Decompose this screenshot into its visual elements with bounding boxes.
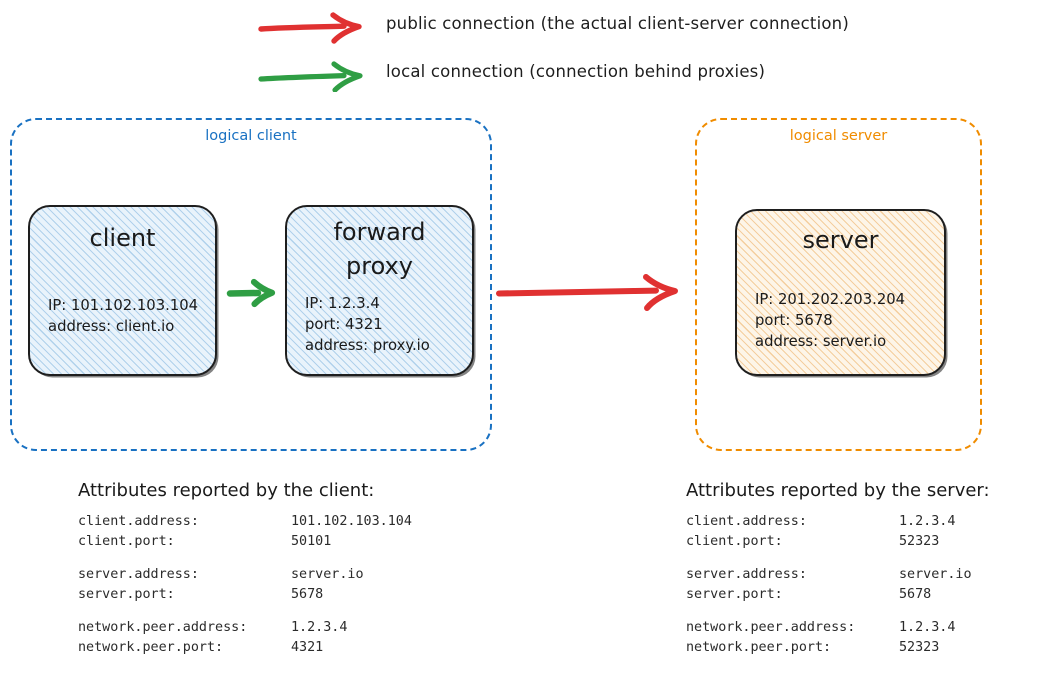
- arrow-right-icon-public-connection: [494, 272, 684, 314]
- legend-item-local-connection: local connection (connection behind prox…: [258, 56, 958, 96]
- attribute-row: client.address: 1.2.3.4: [686, 512, 1036, 532]
- attribute-group: server.address: server.io server.port: 5…: [78, 565, 498, 604]
- legend-label-local-connection: local connection (connection behind prox…: [386, 62, 766, 81]
- node-forward-proxy-properties: IP: 1.2.3.4 port: 4321 address: proxy.io: [305, 295, 430, 354]
- attributes-server-rows: client.address: 1.2.3.4 client.port: 523…: [686, 512, 1036, 657]
- attribute-value: 5678: [899, 586, 932, 602]
- attribute-key: network.peer.port:: [686, 639, 832, 655]
- attribute-group: client.address: 1.2.3.4 client.port: 523…: [686, 512, 1036, 551]
- logical-client-label: logical client: [205, 128, 297, 144]
- attribute-value: 5678: [291, 586, 324, 602]
- legend: public connection (the actual client-ser…: [258, 8, 958, 100]
- node-client-title: client: [89, 224, 156, 252]
- node-client: client IP: 101.102.103.104 address: clie…: [28, 205, 217, 376]
- attribute-row: client.port: 52323: [686, 532, 1036, 552]
- attribute-group: server.address: server.io server.port: 5…: [686, 565, 1036, 604]
- attribute-key: network.peer.address:: [78, 620, 248, 635]
- attribute-group: client.address: 101.102.103.104 client.p…: [78, 512, 498, 551]
- attributes-reported-by-client: Attributes reported by the client: clien…: [78, 480, 498, 657]
- attribute-row: client.address: 101.102.103.104: [78, 512, 498, 532]
- attribute-key: client.port:: [78, 533, 175, 549]
- attributes-client-heading: Attributes reported by the client:: [78, 480, 375, 501]
- node-server-properties: IP: 201.202.203.204 port: 5678 address: …: [755, 291, 906, 350]
- logical-client-boundary: [10, 118, 492, 451]
- attribute-row: server.port: 5678: [78, 585, 498, 605]
- attribute-value: 1.2.3.4: [899, 620, 956, 635]
- attributes-reported-by-server: Attributes reported by the server: clien…: [686, 480, 1036, 657]
- attribute-value: server.io: [899, 567, 972, 582]
- legend-label-public-connection: public connection (the actual client-ser…: [386, 14, 849, 33]
- attribute-key: server.port:: [686, 586, 783, 602]
- attribute-row: server.port: 5678: [686, 585, 1036, 605]
- attribute-row: network.peer.address: 1.2.3.4: [78, 618, 498, 638]
- attribute-row: server.address: server.io: [78, 565, 498, 585]
- attribute-group: network.peer.address: 1.2.3.4 network.pe…: [78, 618, 498, 657]
- attribute-value: 52323: [899, 639, 940, 655]
- attribute-value: 101.102.103.104: [291, 514, 412, 529]
- node-forward-proxy: forward proxy IP: 1.2.3.4 port: 4321 add…: [285, 205, 474, 376]
- attributes-client-rows: client.address: 101.102.103.104 client.p…: [78, 512, 498, 657]
- attribute-key: client.port:: [686, 533, 783, 549]
- attribute-row: network.peer.port: 52323: [686, 638, 1036, 658]
- arrow-right-icon: [258, 12, 368, 44]
- attribute-value: 4321: [291, 639, 324, 655]
- attribute-key: server.port:: [78, 586, 175, 602]
- attribute-value: 1.2.3.4: [291, 620, 348, 635]
- attribute-key: server.address:: [686, 567, 807, 582]
- logical-server-boundary: [695, 118, 982, 451]
- node-client-properties: IP: 101.102.103.104 address: client.io: [48, 297, 199, 335]
- attribute-row: network.peer.port: 4321: [78, 638, 498, 658]
- attribute-row: network.peer.address: 1.2.3.4: [686, 618, 1036, 638]
- logical-server-label: logical server: [789, 128, 888, 144]
- legend-item-public-connection: public connection (the actual client-ser…: [258, 8, 958, 48]
- node-server: server IP: 201.202.203.204 port: 5678 ad…: [735, 209, 946, 376]
- attribute-value: 52323: [899, 533, 940, 549]
- attributes-server-heading: Attributes reported by the server:: [686, 480, 990, 501]
- attribute-key: network.peer.port:: [78, 639, 224, 655]
- arrow-right-icon-local-connection: [226, 276, 282, 310]
- node-server-title: server: [802, 226, 879, 254]
- attribute-key: client.address:: [686, 514, 807, 529]
- attribute-key: server.address:: [78, 567, 199, 582]
- arrow-right-icon: [258, 60, 368, 93]
- attribute-value: 1.2.3.4: [899, 514, 956, 529]
- attribute-group: network.peer.address: 1.2.3.4 network.pe…: [686, 618, 1036, 657]
- attribute-row: server.address: server.io: [686, 565, 1036, 585]
- node-forward-proxy-title: forward proxy: [333, 218, 426, 280]
- attribute-key: client.address:: [78, 514, 199, 529]
- attribute-row: client.port: 50101: [78, 532, 498, 552]
- attribute-key: network.peer.address:: [686, 620, 856, 635]
- attribute-value: server.io: [291, 567, 364, 582]
- attribute-value: 50101: [291, 533, 332, 549]
